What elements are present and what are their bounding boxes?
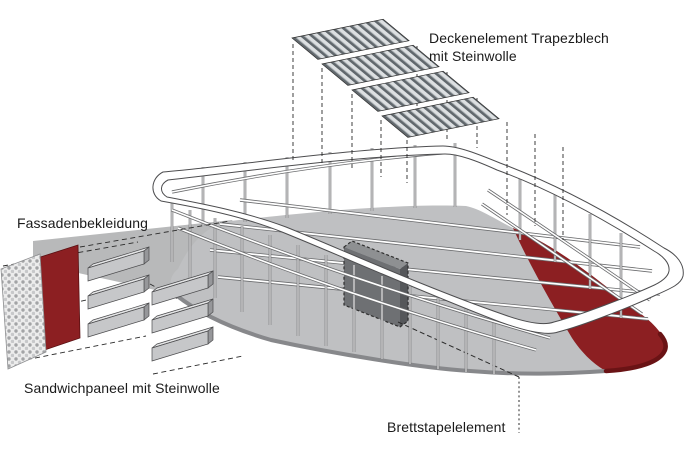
far-columns [201, 143, 457, 226]
floor-red-band [513, 228, 666, 371]
slab-edge-gray [174, 293, 608, 376]
deck-panel-2 [321, 44, 440, 86]
deck-panel-4 [381, 96, 500, 138]
label-deck-element-line2: mit Steinwolle [429, 48, 517, 64]
deck-panel-3 [351, 70, 470, 112]
label-facade-cladding: Fassadenbekleidung [17, 215, 149, 231]
facade-slats [87, 246, 214, 362]
near-rails [171, 208, 551, 352]
ring-beam [152, 145, 684, 334]
board-stack-leader-line [397, 321, 520, 378]
facade-mesh-panel [0, 253, 47, 370]
slab-edge-red [603, 331, 668, 374]
label-sandwich-panel: Sandwichpaneel mit Steinwolle [24, 380, 220, 396]
deck-panel-1 [291, 18, 410, 60]
right-columns [518, 172, 623, 318]
near-columns [170, 198, 496, 374]
roof-beams [209, 198, 661, 321]
label-board-stack-element: Brettstapelelement [387, 419, 506, 435]
label-deck-element-line1: Deckenelement Trapezblech [429, 30, 609, 46]
label-deck-element: Deckenelement Trapezblech mit Steinwolle [429, 29, 609, 65]
